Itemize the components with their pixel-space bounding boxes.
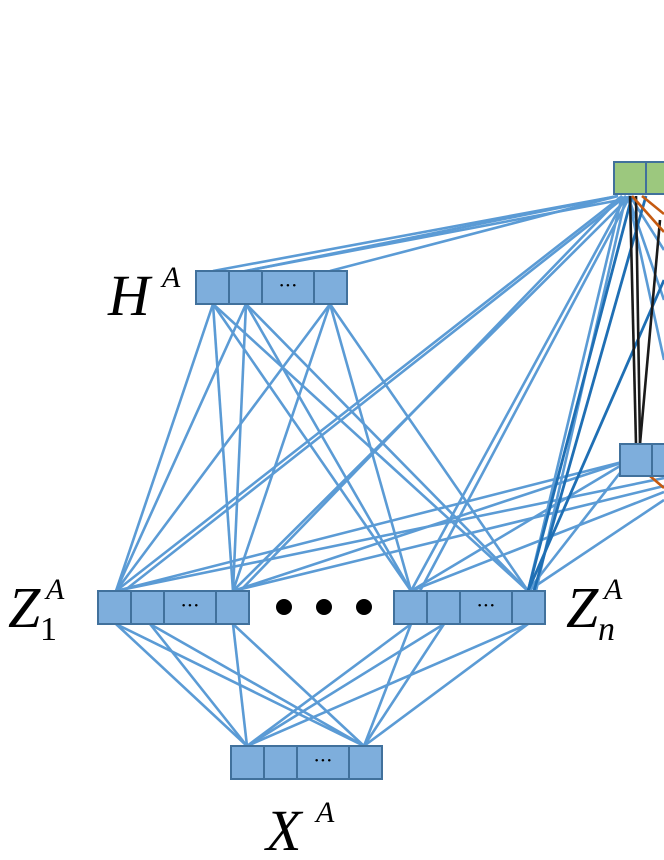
edge — [239, 195, 623, 592]
z1-vector: ··· — [97, 590, 250, 625]
edge — [148, 623, 249, 747]
zn-vector-ellipsis: ··· — [476, 593, 495, 617]
svg-text:H: H — [107, 263, 153, 328]
label-zn: Z A n — [566, 573, 623, 648]
edge — [532, 195, 648, 592]
edge — [527, 498, 664, 593]
svg-text:A: A — [314, 796, 335, 829]
edge — [239, 198, 621, 274]
zn-vector: ··· — [393, 590, 546, 625]
edge — [231, 623, 249, 747]
edge — [114, 303, 215, 592]
layer-ellipsis-dots: ● ● ● — [276, 599, 372, 615]
edge — [628, 195, 638, 445]
edge — [114, 303, 332, 592]
edge — [626, 195, 664, 361]
edge — [246, 622, 445, 748]
edge — [631, 195, 664, 233]
edge — [231, 303, 248, 592]
edge — [526, 195, 624, 592]
right-hidden-node — [619, 443, 664, 477]
x-vector: ··· — [230, 745, 383, 780]
edge — [123, 194, 627, 593]
h-vector-ellipsis: ··· — [278, 273, 297, 297]
h-vector: ··· — [195, 270, 348, 305]
edge — [115, 623, 248, 747]
edge — [231, 303, 332, 592]
edge — [232, 623, 365, 747]
edge — [232, 484, 664, 593]
edge — [328, 303, 530, 592]
edge — [362, 623, 446, 747]
edge — [246, 622, 529, 748]
edge — [641, 194, 664, 216]
edge — [526, 279, 664, 592]
edge — [115, 476, 664, 593]
svg-text:A: A — [160, 261, 181, 294]
edge — [244, 303, 413, 592]
label-x: X A — [264, 796, 335, 860]
edge — [363, 622, 529, 748]
svg-text:n: n — [598, 611, 615, 648]
svg-text:Z: Z — [8, 575, 41, 640]
edge — [410, 490, 664, 593]
svg-text:1: 1 — [40, 611, 57, 648]
svg-text:X: X — [264, 798, 304, 860]
svg-text:Z: Z — [566, 575, 599, 640]
svg-text:A: A — [602, 573, 623, 606]
top-output-node — [613, 161, 664, 195]
connection-edges — [114, 194, 664, 748]
x-vector-ellipsis: ··· — [313, 748, 332, 772]
edge — [526, 195, 634, 592]
edge — [418, 195, 632, 592]
edge — [410, 458, 631, 593]
z1-vector-ellipsis: ··· — [180, 593, 199, 617]
edge — [626, 195, 664, 301]
edge — [246, 622, 412, 748]
edge — [328, 303, 413, 592]
svg-text:A: A — [44, 573, 65, 606]
label-z1: Z A 1 — [8, 573, 65, 648]
edge — [149, 622, 365, 748]
edge — [115, 458, 631, 593]
edge — [649, 475, 664, 489]
edge — [409, 195, 628, 592]
edge — [638, 219, 662, 445]
edge — [634, 195, 642, 445]
node-vectors: ··· ··· ··· ··· — [97, 161, 664, 780]
edge — [114, 303, 248, 592]
edge — [211, 303, 413, 592]
edge — [115, 194, 623, 593]
label-h: H A — [107, 261, 181, 328]
